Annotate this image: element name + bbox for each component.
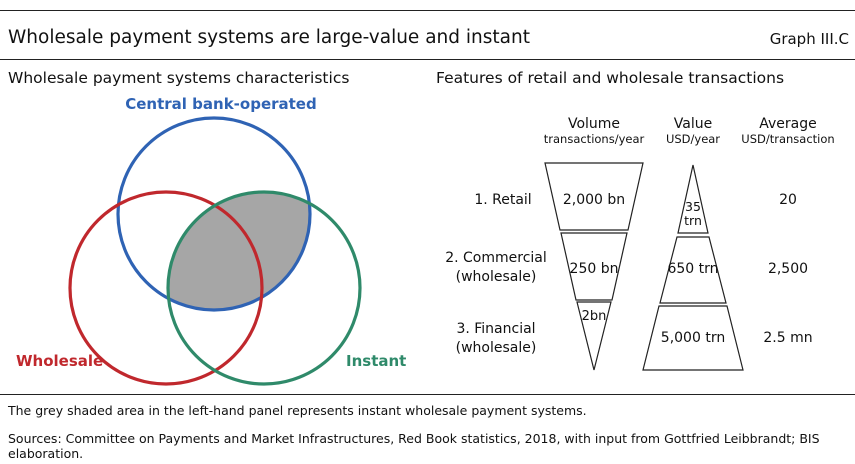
value-value: 35 bbox=[685, 199, 701, 214]
wholesale-label: Wholesale bbox=[16, 352, 103, 370]
row-sublabel: (wholesale) bbox=[456, 340, 537, 356]
value-value-unit: trn bbox=[684, 213, 702, 228]
venn-diagram: Central bank-operated Wholesale Instant bbox=[16, 95, 406, 386]
volume-value: 250 bn bbox=[570, 261, 619, 277]
volume-funnel bbox=[544, 162, 644, 371]
volume-segment-commercial bbox=[560, 232, 628, 301]
average-header: Average bbox=[759, 116, 817, 132]
volume-header: Volume bbox=[568, 116, 620, 132]
central-bank-circle bbox=[116, 116, 312, 312]
left-panel-title: Wholesale payment systems characteristic… bbox=[8, 69, 350, 87]
average-value: 2,500 bbox=[768, 261, 808, 277]
average-unit: USD/transaction bbox=[741, 132, 834, 146]
graph-id: Graph III.C bbox=[769, 30, 849, 48]
row-label: 2. Commercial bbox=[445, 250, 547, 266]
row-sublabel: (wholesale) bbox=[456, 269, 537, 285]
instant-circle bbox=[166, 190, 362, 386]
volume-segment-financial bbox=[576, 301, 612, 371]
title-rule bbox=[0, 59, 855, 60]
right-panel-title: Features of retail and wholesale transac… bbox=[436, 69, 785, 87]
volume-value: 2,000 bn bbox=[563, 192, 625, 208]
value-segment-retail bbox=[677, 164, 709, 234]
value-unit: USD/year bbox=[666, 132, 720, 146]
row-label: 1. Retail bbox=[474, 192, 531, 208]
volume-segment-retail bbox=[544, 162, 644, 231]
average-value: 2.5 mn bbox=[763, 330, 812, 346]
row-financial: 3. Financial (wholesale) 2bn 5,000 trn 2… bbox=[456, 309, 813, 356]
value-header: Value bbox=[674, 116, 712, 132]
footer-rule bbox=[0, 394, 855, 395]
value-segment-financial bbox=[642, 305, 744, 371]
footnote: The grey shaded area in the left-hand pa… bbox=[8, 403, 587, 418]
top-rule bbox=[0, 10, 855, 11]
value-pyramid bbox=[642, 164, 744, 371]
volume-value: 2bn bbox=[582, 309, 607, 324]
row-label: 3. Financial bbox=[456, 321, 535, 337]
volume-unit: transactions/year bbox=[544, 132, 645, 146]
overlap-shaded-area bbox=[168, 192, 310, 310]
column-headers: Volume transactions/year Value USD/year … bbox=[544, 116, 835, 146]
instant-label: Instant bbox=[346, 352, 406, 370]
wholesale-circle bbox=[68, 190, 264, 386]
average-value: 20 bbox=[779, 192, 797, 208]
value-value: 650 trn bbox=[667, 261, 718, 277]
graph-title: Wholesale payment systems are large-valu… bbox=[8, 27, 530, 48]
value-value: 5,000 trn bbox=[661, 330, 725, 346]
central-bank-label: Central bank-operated bbox=[125, 95, 316, 113]
sources-note: Sources: Committee on Payments and Marke… bbox=[8, 431, 820, 461]
row-retail: 1. Retail 2,000 bn 35 trn 20 bbox=[474, 192, 797, 228]
value-segment-commercial bbox=[659, 236, 727, 304]
row-commercial: 2. Commercial (wholesale) 250 bn 650 trn… bbox=[445, 250, 808, 285]
